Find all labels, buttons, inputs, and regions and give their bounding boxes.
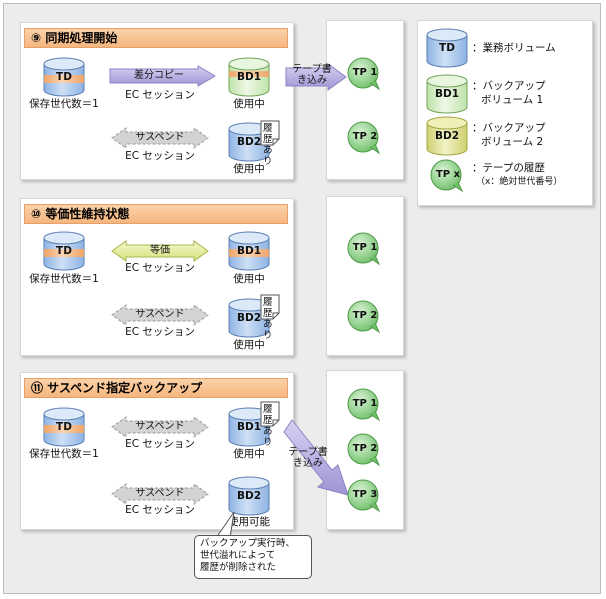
td-volume-label: TD	[56, 71, 72, 83]
history-note-text: 履歴あり	[263, 297, 273, 341]
bd1-volume-label: BD1	[236, 71, 262, 83]
bd2-volume-label: BD2	[236, 312, 262, 324]
diff-copy-label: 差分コピー	[134, 70, 184, 81]
ec-session-caption: EC セッション	[125, 262, 195, 274]
bd2-caption: 使用中	[233, 163, 265, 175]
legend-bd2-desc: ボリューム 2	[481, 136, 544, 148]
legend-bd1-label: BD1	[434, 88, 460, 100]
td-volume-label: TD	[56, 245, 72, 257]
bd1-volume-icon: BD1	[228, 231, 270, 271]
tape-icon: TP 2	[347, 433, 382, 467]
suspend-label: サスペンド	[135, 309, 185, 320]
bd2-volume-label: BD2	[236, 136, 262, 148]
td-caption: 保存世代数＝1	[29, 98, 99, 110]
legend-td-desc: ：業務ボリューム	[472, 42, 556, 54]
legend-bd1-icon: BD1	[426, 74, 468, 114]
callout-line: バックアップ実行時、	[200, 538, 296, 549]
legend-bd2-desc: ：バックアップ	[472, 122, 546, 134]
bd2-caption: 使用可能	[228, 516, 270, 528]
td-caption: 保存世代数＝1	[29, 448, 99, 460]
bd2-volume-icon: BD2	[228, 476, 270, 516]
tape-label: TP 2	[352, 310, 378, 321]
tape-icon: TP 2	[347, 121, 382, 155]
bd2-volume-label: BD2	[236, 490, 262, 502]
bd1-volume-label: BD1	[236, 245, 262, 257]
legend-tape-icon: TP x	[430, 159, 465, 193]
tape-label: TP 1	[352, 398, 378, 409]
bd2-volume-icon: BD2	[228, 298, 270, 338]
suspend-arrow	[111, 416, 209, 438]
callout-line: 世代溢れによって	[200, 550, 276, 561]
legend-bd1-desc: ：バックアップ	[472, 80, 546, 92]
bd1-volume-icon: BD1	[228, 407, 270, 447]
bd2-volume-icon: BD2	[228, 122, 270, 162]
td-volume-icon: TD	[43, 407, 85, 447]
ec-session-caption: EC セッション	[125, 89, 195, 101]
tape-label: TP 2	[352, 443, 378, 454]
legend-bd2-label: BD2	[434, 130, 460, 142]
legend-tape-label: TP x	[435, 169, 461, 180]
diff-copy-arrow	[109, 65, 216, 87]
ec-session-caption: EC セッション	[125, 150, 195, 162]
tape-icon: TP 1	[347, 232, 382, 266]
tape-write-arrow	[285, 63, 347, 91]
legend-bd1-desc: ボリューム 1	[481, 94, 544, 106]
bd1-volume-icon: BD1	[228, 57, 270, 97]
tape-write-arrow	[283, 419, 349, 496]
history-note-text: 履歴あり	[263, 404, 273, 448]
td-volume-label: TD	[56, 421, 72, 433]
ec-session-caption: EC セッション	[125, 326, 195, 338]
legend-bd2-icon: BD2	[426, 116, 468, 156]
suspend-arrow	[111, 304, 209, 326]
tape-label: TP 3	[352, 489, 378, 500]
history-note-icon	[260, 401, 280, 427]
bd1-caption: 使用中	[233, 448, 265, 460]
legend-td-icon: TD	[426, 28, 468, 68]
suspend-arrow	[111, 483, 209, 505]
suspend-arrow	[111, 127, 209, 149]
bd1-caption: 使用中	[233, 273, 265, 285]
history-note-icon	[260, 294, 280, 320]
section-10-title: ⑩ 等価性維持状態	[24, 204, 288, 224]
callout-line: 履歴が削除された	[200, 562, 277, 573]
history-note-text: 履歴あり	[263, 123, 273, 167]
tape-label: TP 1	[352, 242, 378, 253]
callout-pointer	[215, 511, 235, 539]
td-volume-icon: TD	[43, 231, 85, 271]
history-note-icon	[260, 120, 280, 146]
tape-icon: TP 3	[347, 479, 382, 513]
suspend-label: サスペンド	[135, 488, 185, 499]
equal-label: 等価	[150, 245, 170, 256]
bd1-volume-label: BD1	[236, 421, 262, 433]
suspend-label: サスペンド	[135, 132, 185, 143]
suspend-label: サスペンド	[135, 421, 185, 432]
tape-write-label: テープ書き込み	[292, 64, 332, 86]
bd2-caption: 使用中	[233, 339, 265, 351]
td-caption: 保存世代数＝1	[29, 273, 99, 285]
tape-icon: TP 1	[347, 388, 382, 422]
legend-tape-desc: ：テープの履歴	[472, 162, 545, 174]
ec-session-caption: EC セッション	[125, 504, 195, 516]
tape-write-label: テープ書き込み	[288, 447, 328, 469]
section-9-tape-panel	[326, 20, 404, 180]
ec-session-caption: EC セッション	[125, 438, 195, 450]
td-volume-icon: TD	[43, 57, 85, 97]
tape-label: TP 1	[352, 67, 378, 78]
history-deleted-callout: バックアップ実行時、 世代溢れによって 履歴が削除された	[194, 535, 312, 579]
tape-icon: TP 2	[347, 300, 382, 334]
tape-label: TP 2	[352, 131, 378, 142]
section-9-title: ⑨ 同期処理開始	[24, 28, 288, 48]
legend-tape-desc: （x：絶対世代番号）	[476, 177, 563, 187]
tape-icon: TP 1	[347, 57, 382, 91]
legend-td-label: TD	[439, 42, 455, 54]
section-11-title: ⑪ サスペンド指定バックアップ	[24, 378, 288, 398]
equal-arrow	[111, 240, 209, 262]
bd1-caption: 使用中	[233, 98, 265, 110]
